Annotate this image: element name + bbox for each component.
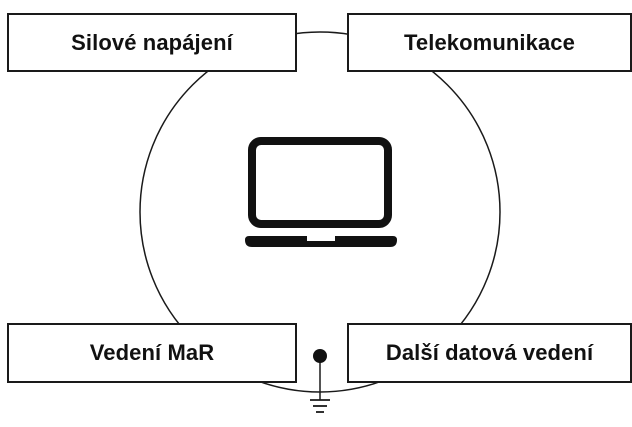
ground-icon: [310, 356, 330, 413]
power-supply-box: Silové napájení: [7, 13, 297, 72]
connection-point: [313, 349, 327, 363]
other-data-lines-box: Další datová vedení: [347, 323, 632, 383]
telecom-box: Telekomunikace: [347, 13, 632, 72]
laptop-icon: [245, 137, 397, 247]
mar-lines-box: Vedení MaR: [7, 323, 297, 383]
